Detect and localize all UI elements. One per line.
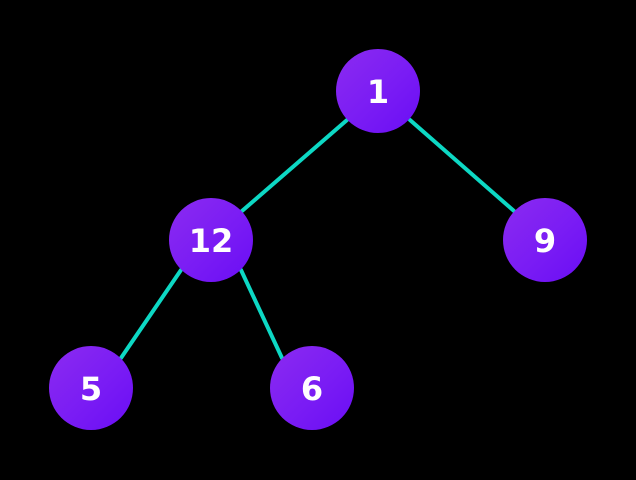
node-label-12: 12 [189, 222, 234, 260]
tree-edge-n12-n6 [239, 268, 284, 360]
tree-node-6[interactable]: 6 [270, 346, 354, 430]
tree-edge-n1-n12 [240, 118, 349, 213]
node-label-6: 6 [301, 370, 323, 408]
tree-node-1[interactable]: 1 [336, 49, 420, 133]
node-circle-5[interactable] [49, 346, 133, 430]
tree-edge-n1-n9 [408, 118, 516, 213]
tree-nodes-group: 1 12 9 5 6 [49, 49, 587, 430]
tree-node-9[interactable]: 9 [503, 198, 587, 282]
tree-edges-group [119, 118, 516, 360]
node-circle-6[interactable] [270, 346, 354, 430]
node-label-9: 9 [534, 222, 556, 260]
node-circle-9[interactable] [503, 198, 587, 282]
tree-node-12[interactable]: 12 [169, 198, 253, 282]
node-circle-12[interactable] [169, 198, 253, 282]
node-label-1: 1 [367, 73, 389, 111]
tree-edge-n12-n5 [119, 268, 183, 360]
node-circle-1[interactable] [336, 49, 420, 133]
node-label-5: 5 [80, 370, 102, 408]
tree-node-5[interactable]: 5 [49, 346, 133, 430]
